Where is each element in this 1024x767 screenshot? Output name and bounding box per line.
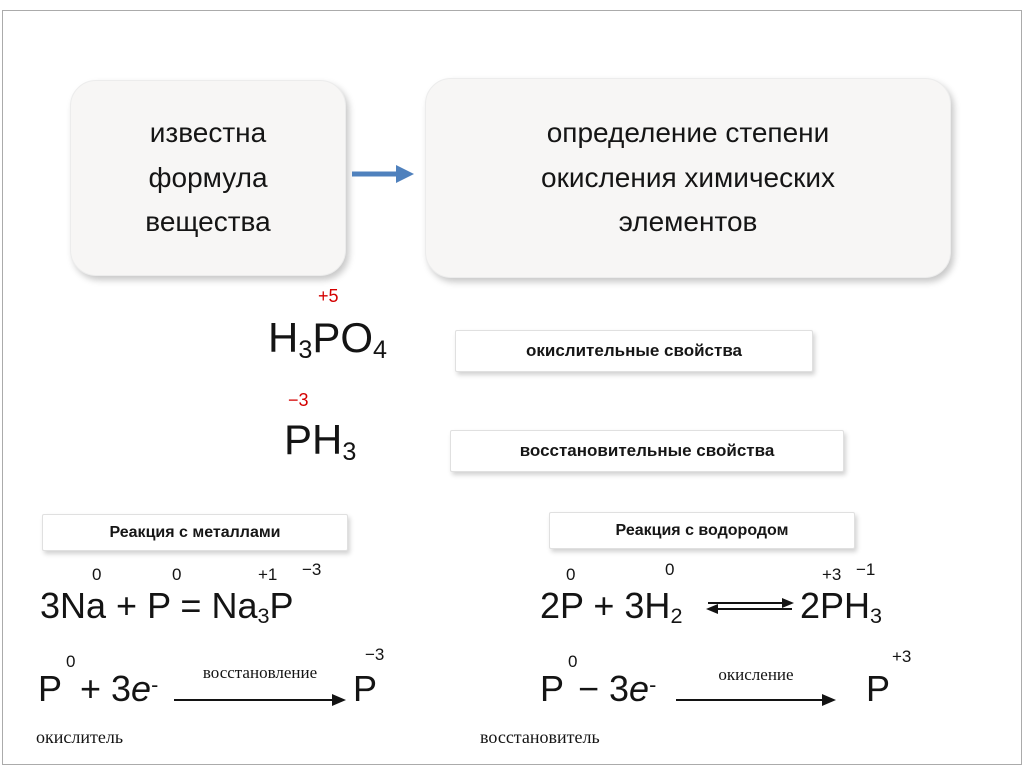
reaction-metals-title-box: Реакция с металлами (42, 514, 348, 551)
ox-state: −3 (365, 645, 385, 664)
formula-text: PH (284, 416, 343, 463)
equation-text: 2PH (800, 585, 871, 626)
equation-subscript: 3 (257, 603, 270, 629)
reaction-hydrogen-title: Реакция с водородом (615, 521, 789, 539)
h3po4-oxidation-state: +5 (318, 286, 339, 306)
formula-subscript: 3 (298, 336, 313, 365)
half-reaction-electrons: + 3e- (80, 668, 158, 710)
formula-subscript: 4 (373, 336, 388, 365)
ox-state: 0 (566, 565, 576, 584)
electron-symbol: e (131, 668, 152, 709)
reaction-hydrogen-title-box: Реакция с водородом (549, 512, 855, 549)
oxidation-label: окисление (718, 665, 794, 684)
ox-state: +1 (258, 565, 278, 584)
property-oxidizing-label: окислительные свойства (525, 341, 743, 360)
ox-state: 0 (568, 652, 578, 671)
flow-source-label: известна формула вещества (145, 116, 271, 238)
electron-charge: - (151, 671, 159, 697)
property-box-oxidizing: окислительные свойства (455, 330, 813, 372)
equation-text: + 3 (80, 668, 132, 709)
ox-state: +3 (892, 647, 912, 666)
equation-text: − 3 (578, 668, 630, 709)
hydrogen-equation-right: 2PH3 (800, 585, 883, 629)
reaction-metals-title: Реакция с металлами (109, 523, 281, 541)
equation-text: 3Na + P = Na (40, 585, 258, 626)
equilibrium-arrows-icon (706, 598, 794, 614)
half-reaction-electrons: − 3e- (578, 668, 656, 710)
ox-state: 0 (665, 560, 675, 579)
reduction-label: восстановление (202, 663, 318, 682)
reduction-arrow-icon (174, 694, 346, 706)
ox-state: 0 (66, 652, 76, 671)
equation-subscript: 2 (670, 603, 683, 629)
equation-text: P (269, 585, 294, 626)
electron-charge: - (649, 671, 657, 697)
flow-target-label: определение степени окисления химических… (541, 116, 835, 238)
formula-text: PO (312, 314, 374, 361)
half-reaction-atom: P (540, 668, 565, 709)
equation-subscript: 3 (870, 603, 883, 629)
flow-target-box: определение степени окисления химических… (425, 78, 951, 278)
ox-state: 0 (92, 565, 102, 584)
formula-text: H (268, 314, 299, 361)
oxidation-arrow-icon (676, 694, 836, 706)
property-reducing-label: восстановительные свойства (519, 441, 775, 460)
half-reaction-atom: P (353, 668, 378, 709)
ox-state: 0 (172, 565, 182, 584)
flow-arrow-icon (352, 165, 414, 183)
property-box-reducing: восстановительные свойства (450, 430, 844, 472)
ph3-oxidation-state: −3 (288, 390, 309, 410)
equation-text: 2P + 3H (540, 585, 671, 626)
half-reaction-atom: P (866, 668, 891, 709)
electron-symbol: e (629, 668, 650, 709)
ox-state: −3 (302, 560, 322, 579)
formula-subscript: 3 (342, 438, 357, 467)
formula-h3po4: H3PO4 (268, 314, 388, 365)
ox-state: −1 (856, 560, 876, 579)
half-reaction-atom: P (38, 668, 63, 709)
hydrogen-equation-left: 2P + 3H2 (540, 585, 683, 629)
formula-ph3: PH3 (284, 416, 357, 467)
ox-state: +3 (822, 565, 842, 584)
metals-equation: 3Na + P = Na3P (40, 585, 294, 629)
flow-source-box: известна формула вещества (70, 80, 346, 276)
role-label-reducer: восстановитель (480, 727, 600, 747)
role-label-oxidizer: окислитель (36, 727, 124, 747)
